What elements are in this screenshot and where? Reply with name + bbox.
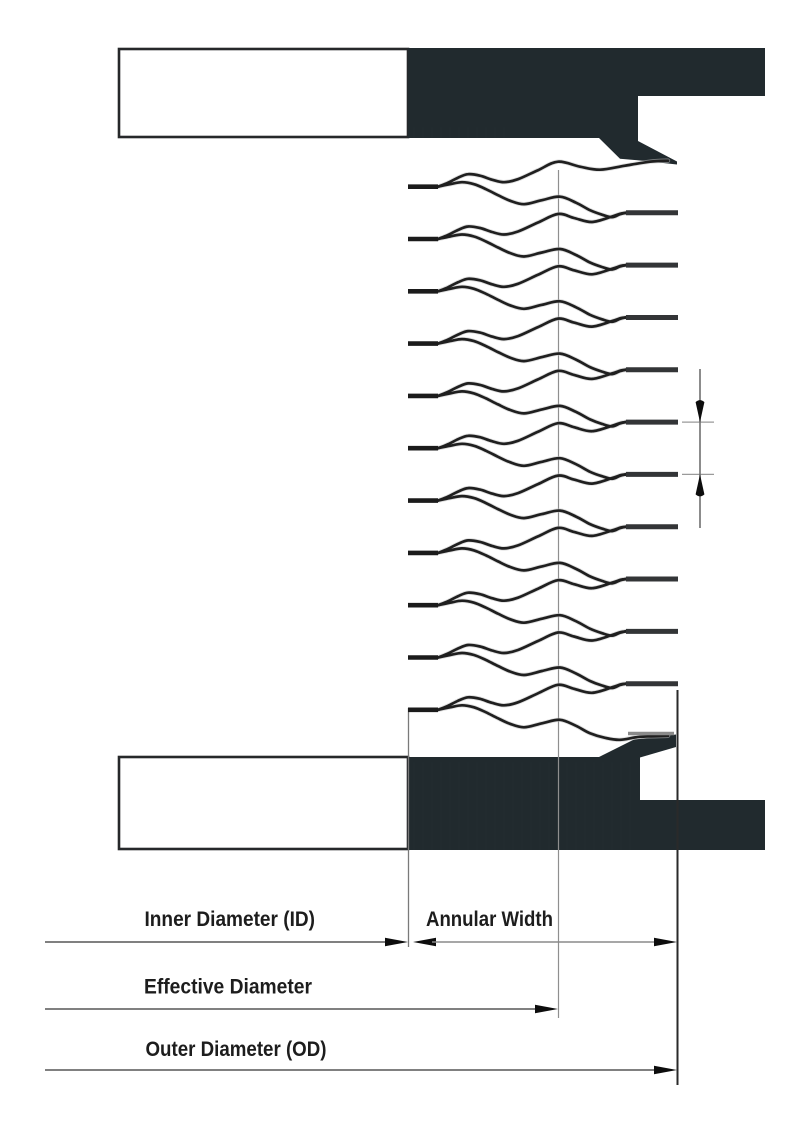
svg-text:Outer Diameter (OD): Outer Diameter (OD): [146, 1038, 327, 1061]
svg-text:Inner Diameter (ID): Inner Diameter (ID): [145, 908, 316, 931]
svg-text:Annular Width: Annular Width: [426, 908, 553, 931]
svg-text:Effective Diameter: Effective Diameter: [144, 976, 312, 999]
